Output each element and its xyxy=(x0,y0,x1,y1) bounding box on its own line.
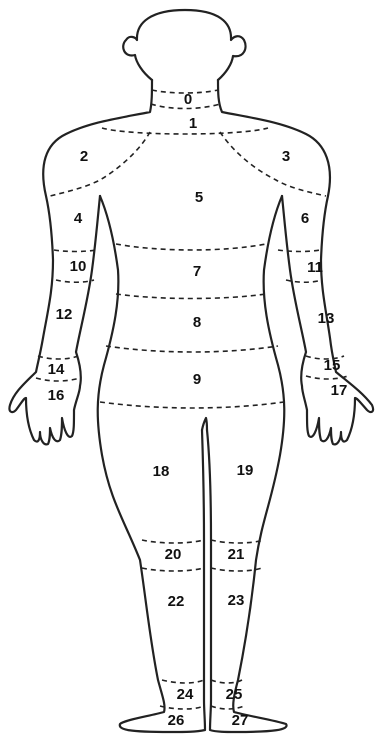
region-labels: 0 1 2 3 4 5 6 7 8 9 10 11 12 13 14 15 16… xyxy=(48,91,348,729)
region-dividers xyxy=(36,90,348,709)
region-7-label: 7 xyxy=(193,263,201,280)
region-15-label: 15 xyxy=(324,357,341,374)
region-5-label: 5 xyxy=(195,189,203,206)
region-9-label: 9 xyxy=(193,371,201,388)
region-3-label: 3 xyxy=(282,148,290,165)
region-8-label: 8 xyxy=(193,314,201,331)
region-23-label: 23 xyxy=(228,592,245,609)
region-11-label: 11 xyxy=(307,259,323,276)
region-13-label: 13 xyxy=(318,310,335,327)
region-22-label: 22 xyxy=(168,593,185,610)
region-27-label: 27 xyxy=(232,712,249,729)
region-19-label: 19 xyxy=(237,462,254,479)
region-21-label: 21 xyxy=(228,546,245,563)
region-0-label: 0 xyxy=(184,91,192,108)
region-16-label: 16 xyxy=(48,387,65,404)
region-2-label: 2 xyxy=(80,148,88,165)
region-4-label: 4 xyxy=(74,210,83,227)
region-20-label: 20 xyxy=(165,546,182,563)
region-6-label: 6 xyxy=(301,210,309,227)
region-25-label: 25 xyxy=(226,686,243,703)
region-17-label: 17 xyxy=(331,382,348,399)
region-14-label: 14 xyxy=(48,361,65,378)
region-1-label: 1 xyxy=(189,115,197,132)
region-18-label: 18 xyxy=(153,463,170,480)
region-26-label: 26 xyxy=(168,712,185,729)
region-24-label: 24 xyxy=(177,686,194,703)
region-12-label: 12 xyxy=(56,306,73,323)
region-10-label: 10 xyxy=(70,258,87,275)
